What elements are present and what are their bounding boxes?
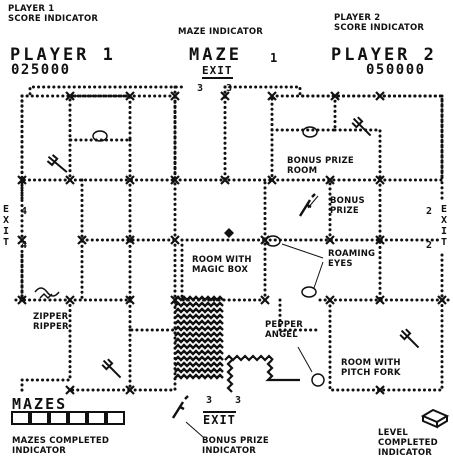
- bottom-exit-left-count: 3: [206, 395, 213, 406]
- pepper-angel-label: PEPPERANGEL: [265, 320, 303, 340]
- traversed-row: [175, 309, 223, 312]
- maze-completed-box: [88, 412, 105, 424]
- bottom-exit-label: EXIT: [203, 411, 236, 427]
- p2-score-indicator-label: PLAYER 2SCORE INDICATOR: [334, 13, 424, 33]
- roaming-eyes-icon: [266, 236, 280, 246]
- traversed-row: [175, 327, 223, 330]
- traversed-row: [175, 369, 223, 372]
- mazes-label: MAZES: [12, 395, 67, 413]
- pitch-fork-icon: [351, 116, 374, 139]
- right-exit-top-count: 2: [426, 206, 433, 217]
- pitch-fork-icon: [46, 154, 70, 176]
- top-exit-left-count: 3: [197, 83, 204, 94]
- bottom-exit-right-count: 3: [235, 395, 242, 406]
- traversed-row: [175, 363, 223, 366]
- maze-completed-box: [12, 412, 29, 424]
- traversed-row: [175, 303, 223, 306]
- maze-completed-box: [69, 412, 86, 424]
- maze-lower-left-room: [70, 300, 175, 390]
- bonus-prize-indicator-pointer: [186, 422, 203, 437]
- traversed-row: [175, 357, 223, 360]
- maze-completed-box: [50, 412, 67, 424]
- pitch-fork-icon: [399, 328, 422, 351]
- left-exit-top-count: 4: [21, 206, 28, 217]
- maze-upper-left-room: [22, 96, 175, 180]
- traversed-row: [175, 351, 223, 354]
- roaming-eyes-pointer: [282, 244, 323, 288]
- maze-completed-box: [31, 412, 48, 424]
- traversed-row: [175, 321, 223, 324]
- junction-marker: [66, 296, 74, 304]
- traversed-row: [175, 333, 223, 336]
- maze-label: MAZE: [189, 47, 242, 64]
- traversed-row: [175, 375, 223, 378]
- right-exit-bottom-count: 2: [426, 240, 433, 251]
- junction-marker: [326, 296, 334, 304]
- traversed-row: [175, 297, 223, 300]
- maze-number: 1: [270, 51, 277, 65]
- traversed-path-horizontal: [225, 356, 273, 360]
- level-completed-indicator-label: LEVELCOMPLETEDINDICATOR: [378, 428, 438, 458]
- level-completed-icon: [423, 410, 447, 427]
- traversed-row: [175, 345, 223, 348]
- junction-marker: [171, 236, 179, 244]
- maze-completed-box: [107, 412, 124, 424]
- pitch-fork-icon: [101, 358, 124, 381]
- roaming-eyes-icon: [302, 287, 316, 297]
- player1-score: 025000: [11, 63, 71, 77]
- pepper-angel-pointer: [298, 347, 312, 372]
- pepper-angel-icon: [312, 374, 324, 386]
- bonus-prize-icon: [300, 194, 315, 216]
- zipper-ripper-icon: [35, 288, 59, 298]
- maze-left-lower-corridor: [22, 180, 70, 395]
- maze-upper-left-inner-room: [70, 96, 130, 140]
- magic-box-icon: [224, 228, 234, 238]
- bonus-prize-indicator-icon: [173, 396, 188, 418]
- junction-marker: [261, 296, 269, 304]
- maze-magic-box-room: [175, 180, 265, 300]
- traversed-path-angel: [268, 360, 300, 380]
- maze-upper-left-links: [70, 140, 130, 180]
- top-exit-right-count: 3: [226, 83, 233, 94]
- traversed-row: [175, 339, 223, 342]
- left-exit-label: EXIT: [3, 204, 13, 248]
- maze-lower-left-link: [130, 300, 175, 390]
- traversed-row: [175, 315, 223, 318]
- traversed-path-down: [228, 360, 232, 392]
- roaming-eyes-icon: [303, 127, 317, 137]
- left-exit-bottom-count: 4: [21, 240, 28, 251]
- right-exit-label: EXIT: [441, 204, 451, 248]
- maze-indicator-label: MAZE INDICATOR: [178, 27, 263, 37]
- player2-score: 050000: [366, 63, 426, 77]
- top-exit-label: EXIT: [202, 64, 233, 79]
